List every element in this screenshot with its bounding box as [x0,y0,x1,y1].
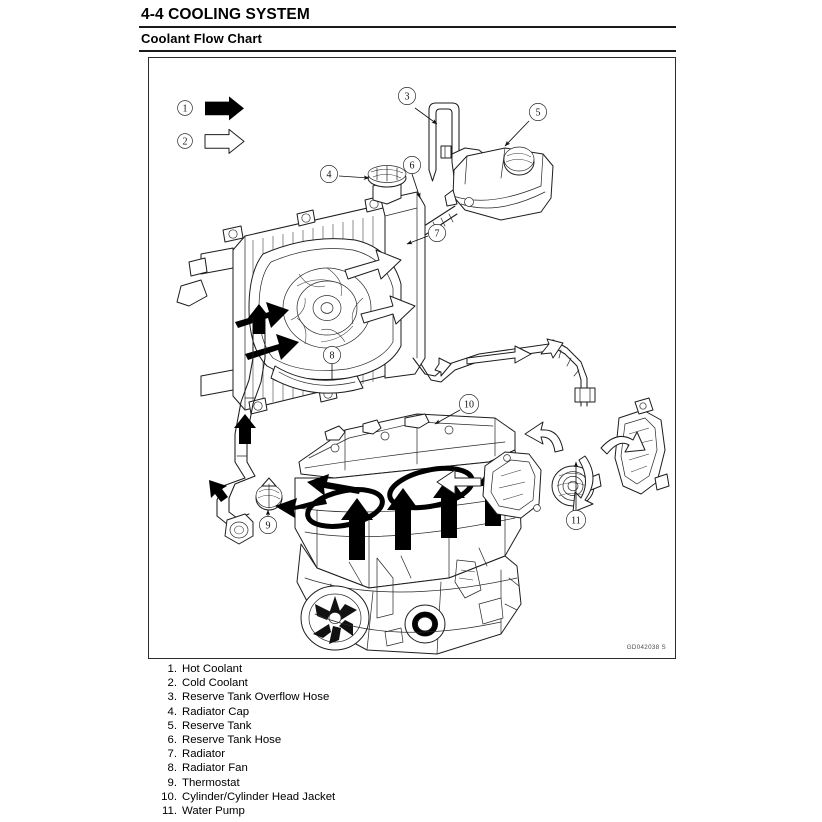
list-item: 9. Thermostat [150,776,570,790]
legend-label: Reserve Tank [182,719,252,732]
hot-flow-arrow-hose-c [209,480,228,502]
cold-flow-arrow-b [360,295,416,325]
list-item: 5. Reserve Tank [150,719,570,733]
callout-5: 5 [536,108,541,119]
list-item: 1. Hot Coolant [150,662,570,676]
water-pump-assembly [436,397,670,519]
flow-key: 1 2 [177,96,245,154]
callout-9: 9 [266,521,271,532]
reserve-tank-body [452,147,554,221]
legend-number: 1. [167,663,178,675]
engine-assembly [275,413,522,655]
legend-list: 1. Hot Coolant 2. Cold Coolant 3. Reserv… [150,662,570,818]
callout-7: 7 [435,229,440,240]
diagram-frame: .ln{fill:none;stroke:#1d1d1d;stroke-widt… [148,57,676,659]
hot-arrow-cyl-1 [341,498,373,560]
legend-number: 2. [167,677,178,690]
hot-arrow-cyl-3 [433,476,465,538]
callout-8: 8 [330,351,335,362]
page-title: 4-4 COOLING SYSTEM [141,6,310,23]
coolant-flow-diagram: .ln{fill:none;stroke:#1d1d1d;stroke-widt… [176,87,670,655]
list-item: 3. Reserve Tank Overflow Hose [150,690,570,704]
cold-flow-arrow-pipe-2 [540,338,564,359]
key-callout-1: 1 [183,103,188,114]
hot-arrow-cyl-2 [387,488,419,550]
reserve-tank-assembly [384,102,554,238]
list-item: 6. Reserve Tank Hose [150,733,570,747]
legend-number: 8. [167,762,178,775]
legend-label: Reserve Tank Hose [182,733,282,746]
legend-number: 10. [161,790,177,803]
hot-arrow-to-thermostat [275,498,327,518]
legend-label: Hot Coolant [182,663,243,675]
reserve-tank-overflow-hose [428,102,460,171]
radiator-outlet-pipe [412,338,596,407]
legend-number: 9. [167,776,178,789]
hot-flow-arrow-b [245,334,299,360]
cold-flow-arrow-pump-out [524,421,564,453]
legend-label: Radiator Fan [182,762,248,775]
section-rule [139,50,676,52]
cold-flow-arrow-a [344,249,402,280]
title-rule [139,26,676,29]
legend-number: 5. [167,719,178,732]
callout-3: 3 [405,92,410,103]
thermostat-to-radiator-hose [209,304,270,545]
list-item: 7. Radiator [150,747,570,761]
legend-label: Radiator [182,748,226,761]
hot-arrow-head-outlet [307,474,361,496]
list-item: 2. Cold Coolant [150,676,570,690]
legend-label: Radiator Cap [182,705,250,718]
hot-flow-arrow-hose-b [234,414,256,444]
legend-number: 6. [167,733,178,746]
callout-11: 11 [571,516,581,527]
list-item: 8. Radiator Fan [150,761,570,775]
cold-flow-arrow-pump-curve [572,455,594,513]
list-item: 11. Water Pump [150,804,570,818]
callouts: 3 5 6 4 7 8 [259,87,586,534]
legend-number: 7. [167,748,178,761]
callout-10: 10 [464,400,474,411]
legend-number: 3. [167,691,178,704]
legend-number: 11. [162,804,177,817]
list-item: 10. Cylinder/Cylinder Head Jacket [150,790,570,804]
cold-flow-arrow-pump-in [600,431,646,455]
thermostat [255,477,283,511]
cold-flow-arrow-pipe [466,345,532,365]
legend-label: Reserve Tank Overflow Hose [182,691,330,704]
hot-flow-arrow-hose-a [248,304,270,334]
legend-label: Cylinder/Cylinder Head Jacket [182,790,336,803]
cold-coolant-key-arrow [204,128,245,154]
section-title: Coolant Flow Chart [141,31,262,46]
legend-number: 4. [167,705,178,718]
list-item: 4. Radiator Cap [150,705,570,719]
legend-label: Water Pump [182,804,245,817]
key-callout-2: 2 [183,136,188,147]
legend-label: Thermostat [182,776,240,789]
callout-4: 4 [327,170,332,181]
cylinder-jacket-oval-1 [305,487,385,529]
legend-label: Cold Coolant [182,677,248,690]
drawing-code: GD042038 S [626,644,666,651]
callout-6: 6 [410,161,415,172]
cold-flow-arrow-to-block [436,469,482,495]
radiator-assembly [176,165,426,415]
hot-coolant-key-arrow [205,96,244,121]
